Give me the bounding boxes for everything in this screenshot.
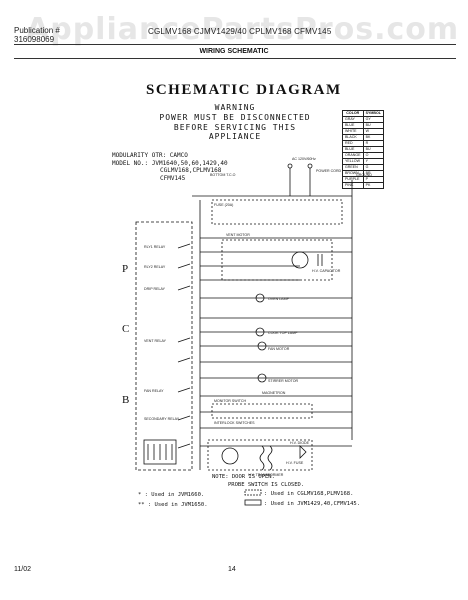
header-rule-lower	[14, 58, 456, 59]
transformer-coil	[259, 445, 265, 471]
vent-motor-block	[221, 239, 333, 281]
fuse-block	[211, 199, 343, 225]
relay-label-5: FAN RELAY	[144, 389, 164, 393]
vent-motor-symbol	[291, 251, 309, 269]
publication-label: Publication #	[14, 26, 60, 35]
interlock-switch-block	[211, 403, 313, 419]
legend-symbol-a	[244, 489, 262, 496]
warning-line-1: POWER MUST BE DISCONNECTED	[159, 113, 311, 122]
magnetron-label: MAGNETRON	[262, 391, 286, 395]
section-letter-b: B	[122, 394, 130, 406]
header-rule	[14, 44, 456, 45]
bottom-tco-label: BOTTOM T.C.O	[210, 173, 236, 177]
hv-circuit-block	[207, 439, 313, 471]
fuse-label: FUSE (20A)	[214, 203, 233, 207]
hv-capacitor-label: H.V. CAPACITOR	[312, 269, 341, 273]
legend-item-1: * : Used in JVM1660.	[138, 492, 205, 498]
section-title: WIRING SCHEMATIC	[199, 48, 269, 55]
ac-label: AC 120V/60Hz	[292, 157, 316, 161]
relay-label-6: SECONDARY RELAY	[144, 417, 180, 421]
legend-symbol-b	[244, 499, 262, 506]
model-line-3: CFMV145	[160, 174, 186, 182]
keypad-connector	[143, 439, 177, 465]
relay-label-4: VENT RELAY	[144, 339, 167, 343]
model-line-2: CGLMV168,CPLMV168	[160, 167, 222, 174]
relay-label-2: RLY2 RELAY	[144, 265, 166, 269]
ground-label: GROUND	[356, 173, 372, 177]
fan-motor-label: FAN MOTOR	[268, 347, 290, 351]
stirrer-motor-label: STIRRER MOTOR	[268, 379, 298, 383]
model-line-1: MODEL NO.: JVM1640,50,60,1429,40	[112, 159, 228, 167]
hv-diode-label: H.V. DIODE	[290, 441, 310, 445]
legend-item-3: : Used in CGLMV168,PLMV168.	[264, 491, 354, 497]
hv-capacitor-symbol	[317, 254, 323, 266]
hv-diode-symbol	[299, 445, 307, 459]
interlock-label: INTERLOCK SWITCHES	[214, 421, 255, 425]
modularity-label: MODULARITY OTR: CAMCO	[112, 152, 188, 159]
model-block: MODULARITY OTR: CAMCO MODEL NO.: JVM1640…	[112, 152, 228, 182]
legend-item-4: : Used in JVM1429,40,CFMV145.	[264, 501, 361, 507]
relay-contacts	[177, 243, 191, 449]
legend-item-2: ** : Used in JVM1650.	[138, 502, 208, 508]
power-cord-terminal	[287, 163, 293, 169]
power-cord-label: POWER CORD	[316, 169, 342, 173]
magnetron-symbol	[221, 447, 239, 465]
stirrer-motor-symbol	[257, 373, 267, 383]
hv-fuse-label: H.V. FUSE	[286, 461, 304, 465]
monitor-switch-label: MONITOR SWITCH	[214, 399, 246, 403]
publication-number: 316098069	[14, 35, 55, 44]
section-letter-p: P	[122, 263, 129, 275]
transformer-coil	[267, 445, 273, 471]
fan-motor-symbol	[257, 341, 267, 351]
watermark-text: AppliancePartsPros.com	[26, 12, 460, 47]
page-number: 14	[228, 566, 236, 573]
diagram-title: SCHEMATIC DIAGRAM	[146, 82, 342, 98]
control-board-outline	[135, 221, 193, 471]
publication-block: Publication # 316098069	[14, 26, 60, 44]
cooktop-lamp-symbol	[255, 327, 265, 337]
color-symbol-cell: PK	[362, 182, 384, 189]
vent-motor-label: VENT MOTOR	[226, 233, 250, 237]
oven-lamp-symbol	[255, 293, 265, 303]
warning-heading: WARNING	[214, 103, 256, 112]
footer-date: 11/02	[14, 566, 31, 573]
model-list: CGLMV168 CJMV1429/40 CPLMV168 CFMV145	[148, 27, 332, 36]
relay-label-1: RLY1 RELAY	[144, 245, 166, 249]
warning-line-2: BEFORE SERVICING THIS APPLIANCE	[173, 123, 297, 141]
note-probe-switch: PROBE SWITCH IS CLOSED.	[228, 482, 305, 488]
oven-lamp-label: OVEN LAMP	[268, 297, 290, 301]
transformer-label: H.V. TRANSFORMER	[248, 473, 284, 477]
power-cord-terminal	[307, 163, 313, 169]
relay-label-3: DRIP RELAY	[144, 287, 166, 291]
section-letter-c: C	[122, 323, 130, 335]
note-door-open: NOTE: DOOR IS OPEN.	[212, 474, 275, 480]
cooktop-lamp-label: COOK TOP LAMP	[268, 331, 298, 335]
